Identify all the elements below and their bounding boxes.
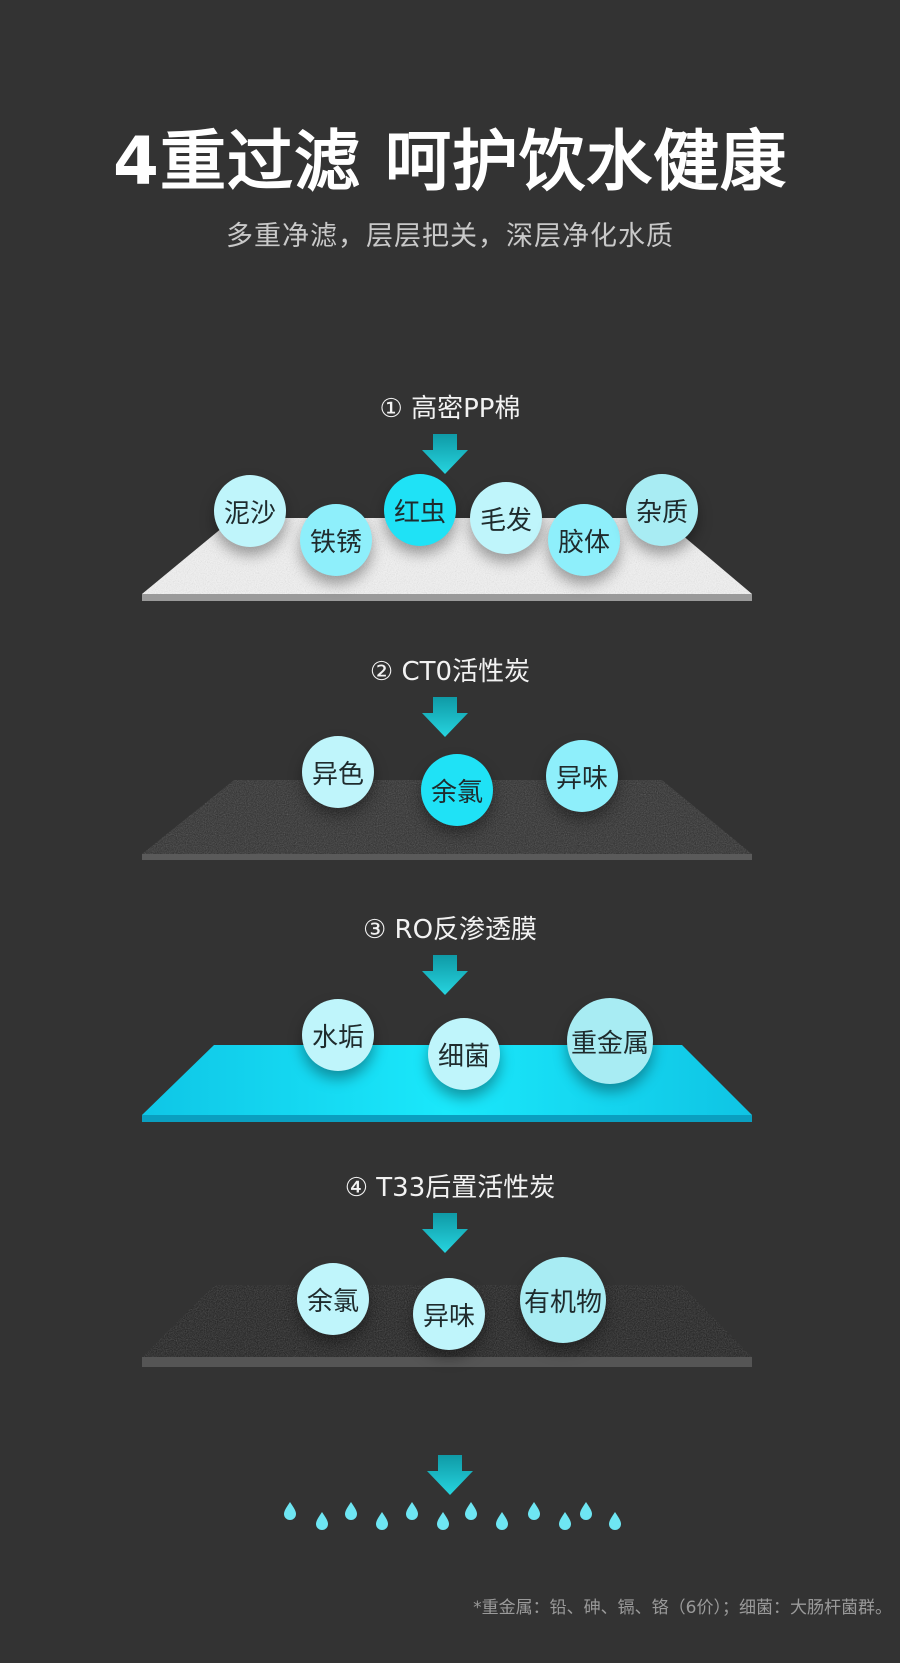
contaminant-bubble: 重金属 — [567, 998, 653, 1084]
contaminant-bubble: 红虫 — [384, 474, 456, 546]
contaminant-bubble: 铁锈 — [300, 504, 372, 576]
contaminant-bubble: 水垢 — [302, 999, 374, 1071]
stage-1-label: ① 高密PP棉 — [379, 394, 521, 424]
arrow-down-icon — [422, 955, 468, 995]
contaminant-bubble: 胶体 — [548, 504, 620, 576]
arrow-down-icon — [422, 434, 468, 474]
page-subtitle: 多重净滤，层层把关，深层净化水质 — [226, 221, 674, 252]
stage-3-label: ③ RO反渗透膜 — [362, 915, 538, 945]
contaminant-bubble: 余氯 — [297, 1263, 369, 1335]
arrow-down-icon — [427, 1455, 473, 1495]
contaminant-bubble: 杂质 — [626, 474, 698, 546]
arrow-down-icon — [422, 697, 468, 737]
contaminant-bubble: 细菌 — [428, 1018, 500, 1090]
contaminant-bubble: 泥沙 — [214, 475, 286, 547]
stage-2-label: ② CT0活性炭 — [369, 657, 531, 687]
contaminant-bubble: 余氯 — [421, 754, 493, 826]
footnote: *重金属：铅、砷、镉、铬（6价）；细菌：大肠杆菌群。 — [473, 1598, 892, 1618]
contaminant-bubble: 异味 — [413, 1278, 485, 1350]
contaminant-bubble: 有机物 — [520, 1257, 606, 1343]
contaminant-bubble: 毛发 — [470, 482, 542, 554]
contaminant-bubble: 异色 — [302, 736, 374, 808]
contaminant-bubble: 异味 — [546, 740, 618, 812]
water-drops-icon — [284, 1502, 621, 1530]
arrow-down-icon — [422, 1213, 468, 1253]
stage-4-label: ④ T33后置活性炭 — [344, 1173, 556, 1203]
page-title: 4重过滤 呵护饮水健康 — [113, 123, 787, 200]
